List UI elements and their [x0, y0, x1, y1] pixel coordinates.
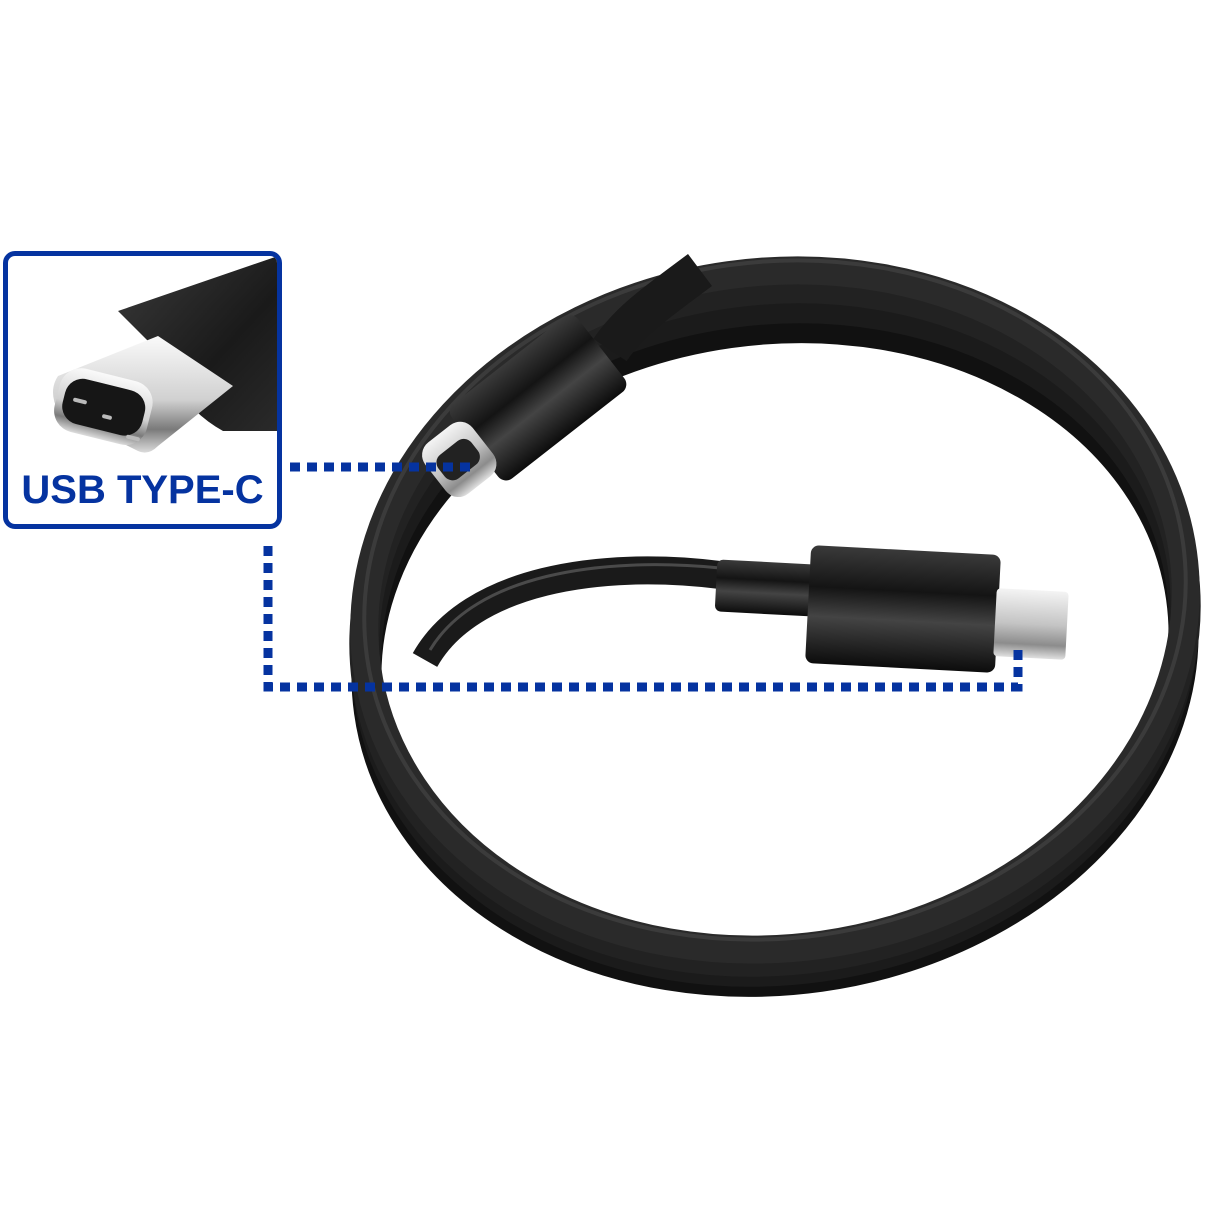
cable-coil: [349, 256, 1201, 997]
usb-type-c-callout: USB TYPE-C: [3, 251, 282, 529]
leader-lines: [263, 462, 1023, 692]
bottom-connector: [715, 545, 1069, 673]
callout-label: USB TYPE-C: [21, 468, 264, 512]
top-connector: [422, 315, 627, 498]
usb-c-closeup-icon: [53, 256, 277, 453]
